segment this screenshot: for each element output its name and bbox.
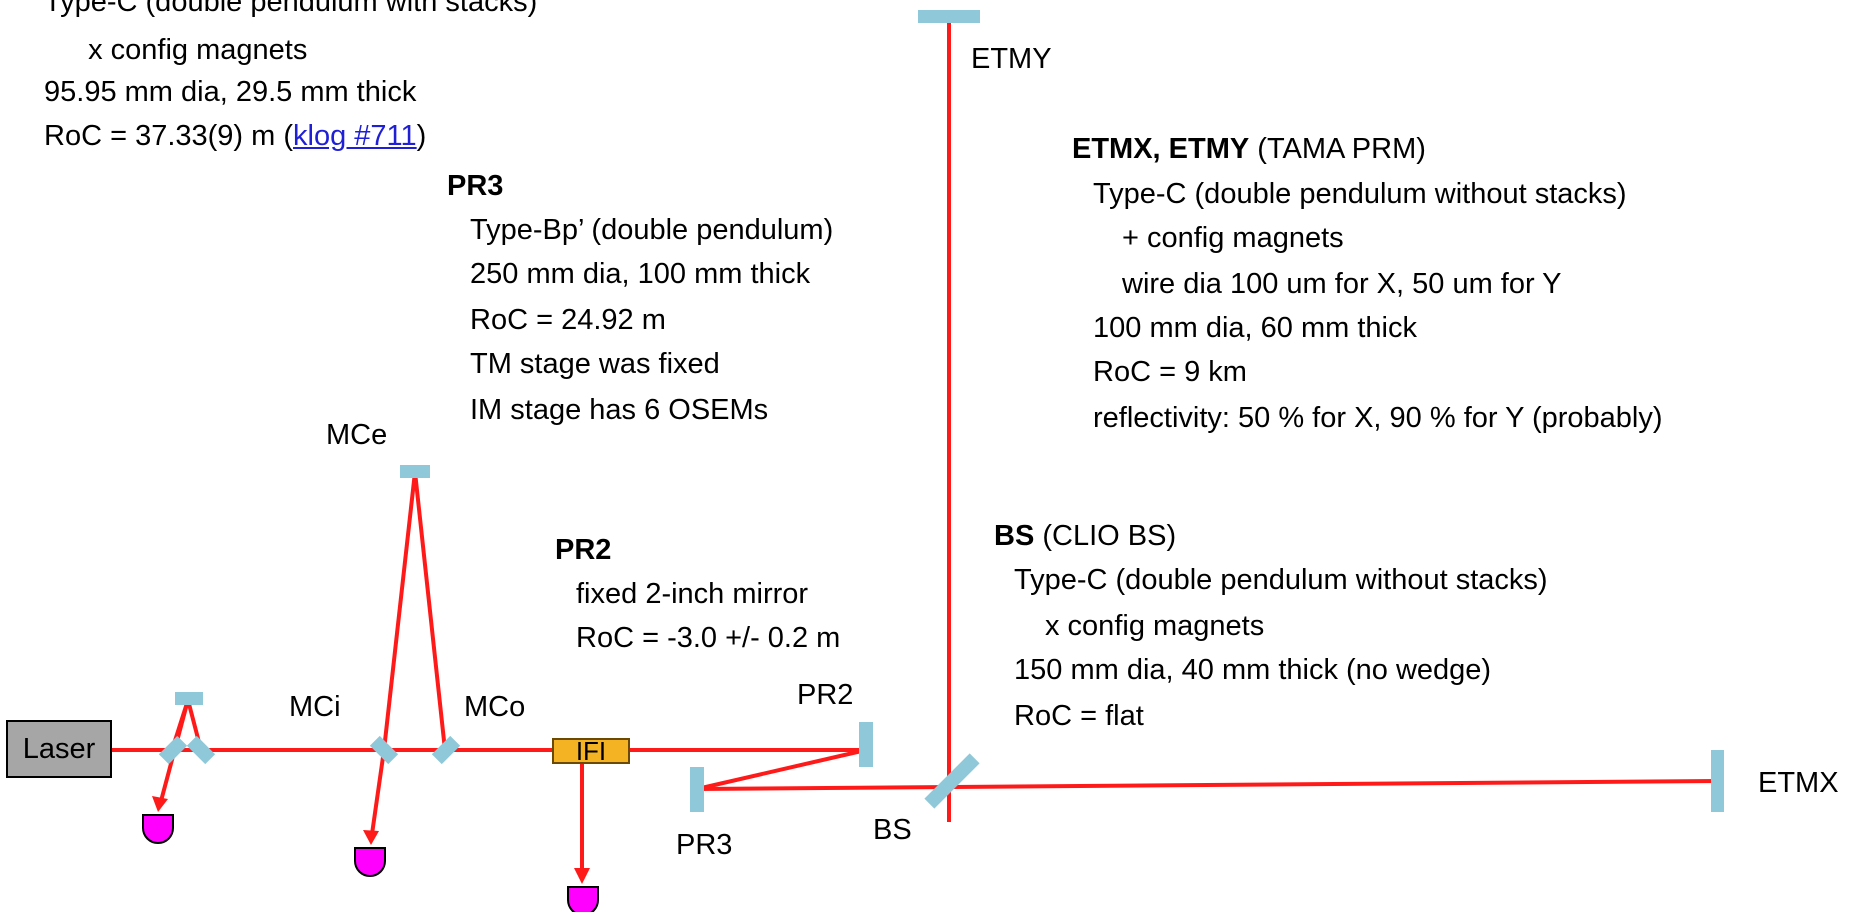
beam-pr3-bs (696, 779, 1719, 791)
mirror-pickoff-1 (158, 735, 188, 765)
bs-label: BS (873, 814, 912, 846)
photodetectors (142, 814, 599, 912)
laser-source: Laser (6, 720, 112, 778)
etmx-label: ETMX (1758, 767, 1839, 799)
bs-line-2: x config magnets (1045, 610, 1265, 642)
bs-line-3: 150 mm dia, 40 mm thick (no wedge) (1014, 654, 1492, 686)
ifi-label: IFI (575, 736, 607, 766)
etm-line-1: Type-C (double pendulum without stacks) (1093, 178, 1627, 210)
pr-line-1: Type-C (double pendulum with stacks) (44, 0, 538, 18)
bs-line-1: Type-C (double pendulum without stacks) (1014, 564, 1548, 596)
etm-line-6: reflectivity: 50 % for X, 90 % for Y (pr… (1093, 402, 1663, 434)
mirror-etmy (918, 10, 980, 23)
pr3-label: PR3 (676, 829, 733, 861)
etm-title: ETMX, ETMY (1072, 133, 1250, 165)
mirror-pr2 (859, 722, 873, 767)
pr3-line-5: IM stage has 6 OSEMs (470, 394, 769, 426)
etm-line-3: wire dia 100 um for X, 50 um for Y (1122, 268, 1562, 300)
klog-link[interactable]: klog #711 (293, 120, 417, 152)
pr2-line-1: fixed 2-inch mirror (576, 578, 809, 610)
pr2-line-2: RoC = -3.0 +/- 0.2 m (576, 622, 841, 654)
bs-title: BS (994, 520, 1035, 552)
pr-roc-suffix: ) (416, 120, 427, 152)
pr3-line-1: Type-Bp’ (double pendulum) (470, 214, 834, 246)
etm-title-line: ETMX, ETMY (TAMA PRM) (1072, 131, 1426, 167)
etm-line-5: RoC = 9 km (1093, 356, 1247, 388)
arrowhead-3 (574, 868, 590, 884)
mirrors (158, 10, 1724, 812)
pr-line-2: x config magnets (72, 34, 308, 66)
arrowhead-1 (152, 796, 168, 812)
etm-line-4: 100 mm dia, 60 mm thick (1093, 312, 1417, 344)
mce-label: MCe (326, 419, 388, 451)
mirror-mce (400, 465, 430, 478)
laser-label: Laser (22, 733, 96, 765)
beam-pr2-pr3 (696, 748, 867, 791)
mirror-pickoff-2 (186, 735, 216, 765)
arrowhead-2 (363, 830, 379, 845)
beam-arrowheads (152, 796, 590, 884)
pr3-line-4: TM stage was fixed (470, 348, 720, 380)
mirror-bs (924, 753, 980, 809)
photodetector-2 (354, 847, 386, 877)
mco-label: MCo (464, 691, 526, 723)
mirror-mci (369, 735, 399, 765)
ifi-isolator: IFI (552, 738, 630, 764)
pr3-title: PR3 (447, 170, 504, 202)
mirror-mco (431, 735, 461, 765)
etm-line-2: + config magnets (1122, 222, 1344, 254)
pr3-line-3: RoC = 24.92 m (470, 304, 666, 336)
beam-mc-left (382, 471, 417, 751)
pr3-line-2: 250 mm dia, 100 mm thick (470, 258, 811, 290)
beam-paths (112, 20, 1719, 872)
etmy-label: ETMY (971, 43, 1052, 75)
etm-title-suffix: (TAMA PRM) (1249, 133, 1426, 165)
beam-mc-right (413, 471, 447, 751)
photodetector-3 (567, 886, 599, 912)
pr-line-3: 95.95 mm dia, 29.5 mm thick (44, 76, 417, 108)
pr-roc-prefix: RoC = 37.33(9) m ( (44, 120, 294, 152)
mci-label: MCi (289, 691, 341, 723)
bs-title-suffix: (CLIO BS) (1034, 520, 1177, 552)
mirror-pickoff-top (175, 692, 203, 705)
mirror-pr3 (690, 767, 704, 812)
beam-mci-down (370, 749, 386, 835)
pr2-label: PR2 (797, 679, 854, 711)
pr2-title: PR2 (555, 534, 612, 566)
photodetector-1 (142, 814, 174, 844)
bs-line-4: RoC = flat (1014, 700, 1144, 732)
pr-line-4: RoC = 37.33(9) m (klog #711) (44, 118, 426, 154)
bs-title-line: BS (CLIO BS) (994, 518, 1176, 554)
mirror-etmx (1711, 750, 1724, 812)
